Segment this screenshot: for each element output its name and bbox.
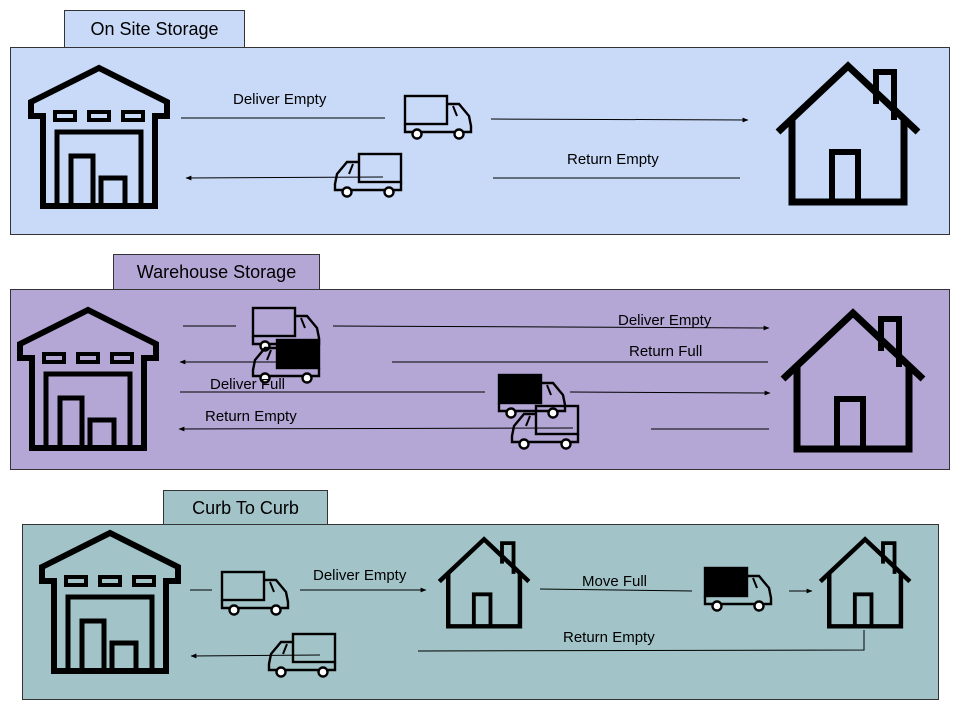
label-deliver-full: Deliver Full — [210, 376, 285, 393]
truck-full-icon — [497, 373, 567, 419]
return-empty-arrow — [190, 653, 321, 659]
house-icon — [439, 539, 529, 626]
tab-curb-to-curb: Curb To Curb — [163, 490, 328, 525]
deliver-empty-arrow — [490, 117, 749, 123]
deliver-full-arrow — [569, 390, 771, 396]
label-deliver-empty: Deliver Empty — [233, 91, 327, 108]
return-empty-arrow — [185, 175, 384, 181]
deliver-empty-arrow — [332, 325, 770, 331]
house-icon — [783, 313, 923, 449]
tab-warehouse-storage: Warehouse Storage — [113, 254, 320, 290]
label-return-full: Return Full — [629, 343, 702, 360]
label-deliver-empty: Deliver Empty — [618, 312, 712, 329]
warehouse-icon — [42, 533, 178, 671]
label-move-full: Move Full — [582, 573, 647, 590]
house-icon — [778, 66, 918, 202]
label-return-empty: Return Empty — [567, 151, 659, 168]
truck-full-icon — [703, 566, 773, 612]
label-return-empty: Return Empty — [563, 629, 655, 646]
panel-curb-to-curb — [22, 524, 939, 700]
truck-empty-icon — [220, 570, 290, 616]
return-empty-arrow — [178, 426, 574, 432]
return-empty-line — [417, 630, 865, 652]
truck-empty-icon — [333, 152, 403, 198]
house-icon — [820, 539, 910, 626]
label-deliver-empty: Deliver Empty — [313, 567, 407, 584]
warehouse-icon — [31, 68, 167, 206]
truck-empty-icon — [403, 94, 473, 140]
move-full-line — [539, 588, 693, 592]
truck-empty-icon — [510, 404, 580, 450]
tab-on-site-storage: On Site Storage — [64, 10, 245, 48]
panel-warehouse-storage — [10, 289, 950, 470]
warehouse-icon — [20, 310, 156, 448]
label-return-empty: Return Empty — [205, 408, 297, 425]
